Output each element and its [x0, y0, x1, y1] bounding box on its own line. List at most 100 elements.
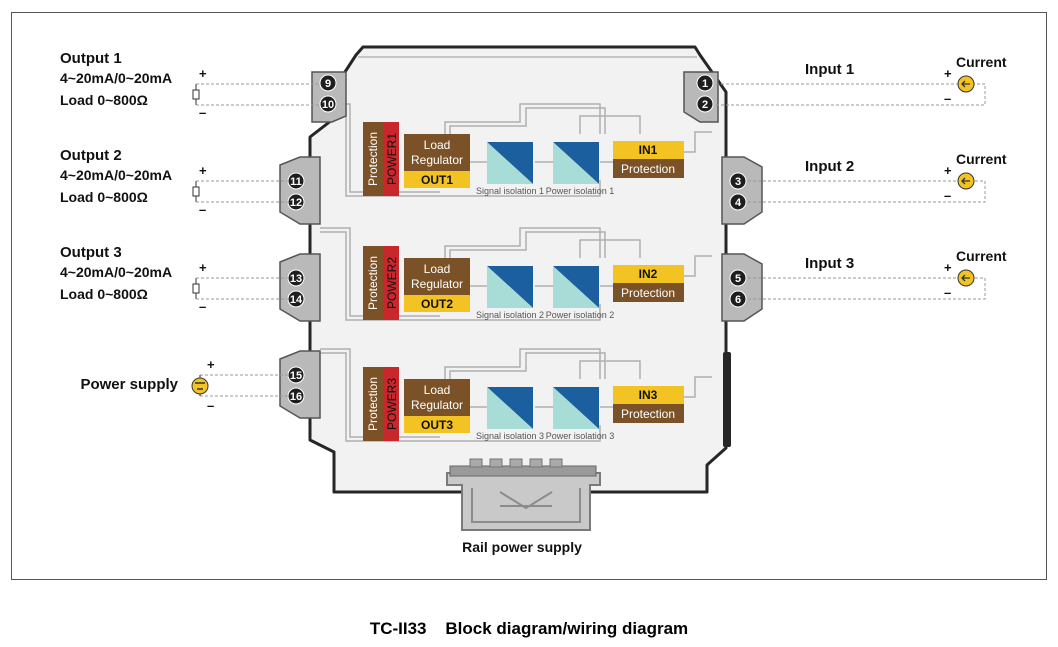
rail-power-supply-label: Rail power supply: [462, 539, 582, 555]
protection-label: Protection: [366, 377, 380, 431]
wire: [579, 360, 641, 379]
terminal-4: [729, 193, 747, 211]
wire: [449, 107, 606, 134]
terminal-block-right-2: 56: [721, 253, 763, 322]
output-load: Load 0~800Ω: [60, 92, 148, 108]
load-resistor-icon: [192, 89, 200, 100]
protection-block: [363, 246, 383, 320]
rail-clip-inner: [471, 488, 581, 523]
protection-label: Protection: [366, 256, 380, 310]
wire: [449, 352, 606, 379]
protection-label: Protection: [366, 132, 380, 186]
terminal-16-number: 16: [290, 391, 302, 403]
load-regulator-label: Regulator: [411, 277, 463, 291]
input-title: Input 3: [805, 255, 854, 272]
output-load: Load 0~800Ω: [60, 286, 148, 302]
out-block: [404, 416, 470, 433]
dc-source-icon: [191, 377, 209, 395]
terminal-2-number: 2: [702, 99, 708, 111]
wire: [449, 231, 606, 258]
terminal-15-number: 15: [290, 370, 302, 382]
plus-sign: +: [944, 260, 952, 275]
side-latch: [723, 352, 731, 447]
terminal-block-right-top: 12: [683, 71, 719, 123]
in-protection-label: Protection: [621, 286, 675, 300]
power-supply-title: Power supply: [80, 376, 178, 393]
input-title: Input 1: [805, 61, 854, 78]
wire: [444, 103, 601, 134]
minus-sign: –: [199, 202, 206, 217]
minus-sign: –: [199, 105, 206, 120]
terminal-14-number: 14: [290, 294, 303, 306]
in-protection-label: Protection: [621, 407, 675, 421]
wire: [320, 231, 601, 321]
output-title: Output 1: [60, 50, 122, 67]
in-protection-label: Protection: [621, 162, 675, 176]
in-label: IN3: [639, 388, 658, 402]
wire: [684, 131, 712, 153]
output-range: 4~20mA/0~20mA: [60, 167, 172, 183]
terminal-housing: [721, 156, 763, 225]
load-regulator-block: [404, 134, 470, 171]
signal-isolation-icon: [487, 142, 533, 184]
in-protection-block: [613, 283, 684, 302]
rail-contact: [489, 458, 503, 468]
load-regulator-label: Regulator: [411, 398, 463, 412]
terminal-5-number: 5: [735, 273, 741, 285]
wire: [444, 227, 601, 258]
power-label: POWER3: [385, 378, 399, 430]
load-regulator-block: [404, 258, 470, 295]
terminal-block-left-top: 910: [311, 71, 347, 123]
in-label: IN1: [639, 143, 658, 157]
power-block: [383, 367, 399, 441]
in-block: [613, 386, 684, 404]
wire: [579, 239, 641, 258]
plus-sign: +: [944, 163, 952, 178]
rail-contact: [469, 458, 483, 468]
current-label: Current: [956, 151, 1007, 167]
current-arrow-icon: [961, 177, 970, 185]
load-regulator-label: Load: [424, 138, 451, 152]
rail-contact: [549, 458, 563, 468]
terminal-housing: [279, 156, 321, 225]
power-isolation-label: Power isolation 2: [546, 310, 615, 320]
power-wire: [200, 374, 288, 397]
power-block: [383, 122, 399, 196]
power-isolation-icon: [553, 142, 599, 184]
output-title: Output 3: [60, 244, 122, 261]
signal-isolation-icon: [487, 266, 533, 308]
terminal-3: [729, 172, 747, 190]
plus-sign: +: [199, 260, 207, 275]
terminal-6-number: 6: [735, 294, 741, 306]
wire: [579, 115, 641, 134]
in-protection-block: [613, 404, 684, 423]
power-isolation-icon: [553, 266, 599, 308]
out-label: OUT3: [421, 418, 453, 432]
rail-contact: [509, 458, 523, 468]
power-supply-wiring: Power supply+–: [80, 357, 288, 413]
terminal-12-number: 12: [290, 197, 302, 209]
out-label: OUT1: [421, 173, 453, 187]
power-label: POWER2: [385, 257, 399, 309]
current-label: Current: [956, 54, 1007, 70]
load-regulator-block: [404, 379, 470, 416]
figure-caption: TC-II33 Block diagram/wiring diagram: [369, 619, 689, 638]
power-isolation-label: Power isolation 1: [546, 186, 615, 196]
plus-sign: +: [944, 66, 952, 81]
output-load: Load 0~800Ω: [60, 189, 148, 205]
load-regulator-label: Load: [424, 262, 451, 276]
power-label: POWER1: [385, 133, 399, 185]
in-label: IN2: [639, 267, 658, 281]
terminal-9-number: 9: [325, 78, 331, 90]
protection-block: [363, 367, 383, 441]
signal-isolation-label: Signal isolation 3: [476, 431, 544, 441]
input-wire-neg: [716, 83, 986, 106]
